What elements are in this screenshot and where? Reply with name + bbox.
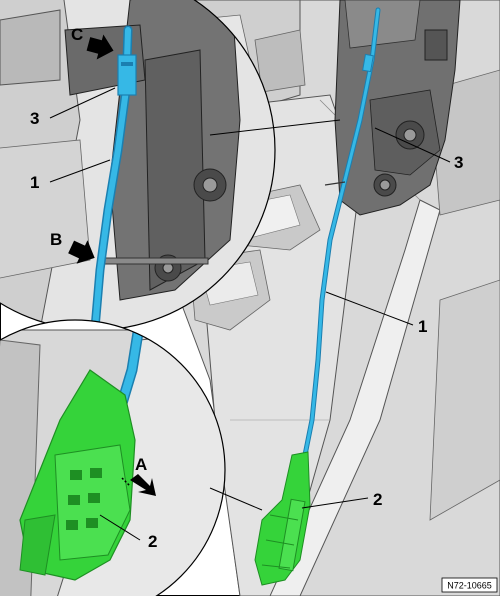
callout-2-main: 2 <box>373 490 382 509</box>
leader-lines <box>49 87 451 541</box>
detail-view-top <box>0 0 276 331</box>
callout-1-detail: 1 <box>30 173 39 192</box>
connector-plug-2 <box>254 451 311 586</box>
callout-a: A <box>135 455 147 474</box>
callout-2-detail: 2 <box>148 532 157 551</box>
callout-3-main: 3 <box>454 153 463 172</box>
callout-b: B <box>50 230 62 249</box>
lock-housing-3 <box>334 0 461 216</box>
callout-c: C <box>71 25 83 44</box>
reference-code-box: N72-10665 <box>441 577 498 593</box>
arrow-c-icon <box>86 34 114 60</box>
detail-circle-bottom-outline <box>0 319 226 596</box>
callout-1-main: 1 <box>418 317 427 336</box>
detail-view-bottom <box>0 319 226 596</box>
reference-code: N72-10665 <box>447 581 492 591</box>
callout-3-detail: 3 <box>30 109 39 128</box>
arrow-a-icon <box>121 474 156 496</box>
bowden-cable-1 <box>299 7 381 473</box>
arrow-b-icon <box>68 240 95 264</box>
